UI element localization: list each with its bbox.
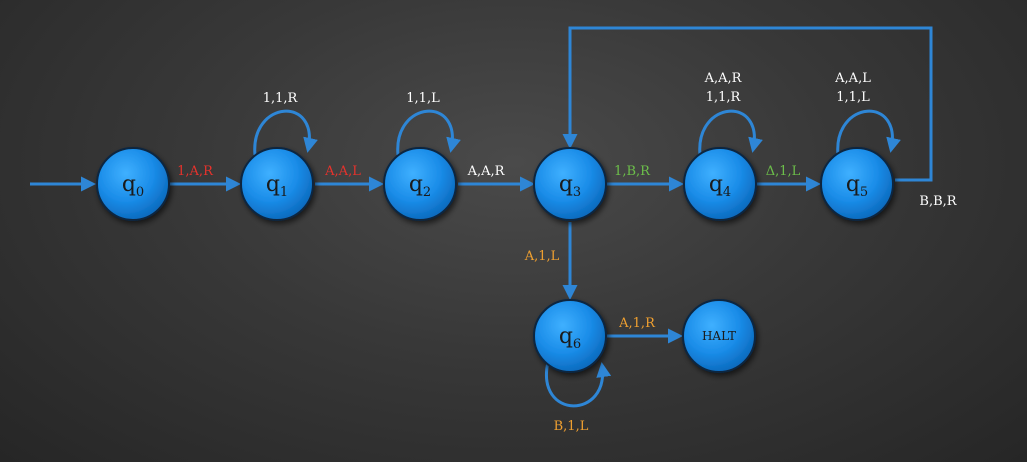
label-q6-loop: B,1,L [554, 419, 589, 434]
svg-text:q3: q3 [559, 172, 581, 200]
loop-q2 [396, 109, 461, 156]
label-q2-q3: A,A,R [467, 164, 506, 179]
svg-text:q1: q1 [266, 172, 288, 200]
loop-q6 [545, 361, 612, 408]
label-q3-q4: 1,B,R [614, 164, 651, 179]
svg-text:q4: q4 [709, 172, 731, 200]
label-q3-q6: A,1,L [524, 249, 560, 264]
svg-text:q2: q2 [409, 172, 431, 200]
label-q5-q3: B,B,R [919, 194, 957, 209]
loop-q1 [253, 109, 318, 156]
svg-text:q6: q6 [559, 324, 581, 352]
state-q6: q6 [533, 299, 607, 373]
state-q1: q1 [240, 147, 314, 221]
label-q0-q1: 1,A,R [177, 164, 214, 179]
state-q4: q4 [683, 147, 757, 221]
svg-text:HALT: HALT [702, 329, 736, 343]
svg-text:q0: q0 [122, 172, 144, 200]
label-q1-q2: A,A,L [324, 164, 361, 179]
edge-q5-q3 [562, 26, 933, 182]
label-q5-loop-2: 1,1,L [836, 90, 870, 105]
label-q6-halt: A,1,R [618, 316, 656, 331]
state-q2: q2 [383, 147, 457, 221]
svg-text:q5: q5 [846, 172, 868, 200]
state-q3: q3 [533, 147, 607, 221]
loop-q4 [698, 109, 763, 156]
state-halt: HALT [682, 299, 756, 373]
label-q2-loop: 1,1,L [406, 91, 440, 106]
label-q4-q5: Δ,1,L [766, 164, 801, 179]
label-q5-loop-1: A,A,L [834, 71, 871, 86]
label-q1-loop: 1,1,R [263, 91, 299, 106]
label-q4-loop-1: A,A,R [704, 71, 743, 86]
state-q0: q0 [96, 147, 170, 221]
state-q5: q5 [820, 147, 894, 221]
label-q4-loop-2: 1,1,R [706, 90, 742, 105]
loop-q5 [836, 109, 901, 156]
